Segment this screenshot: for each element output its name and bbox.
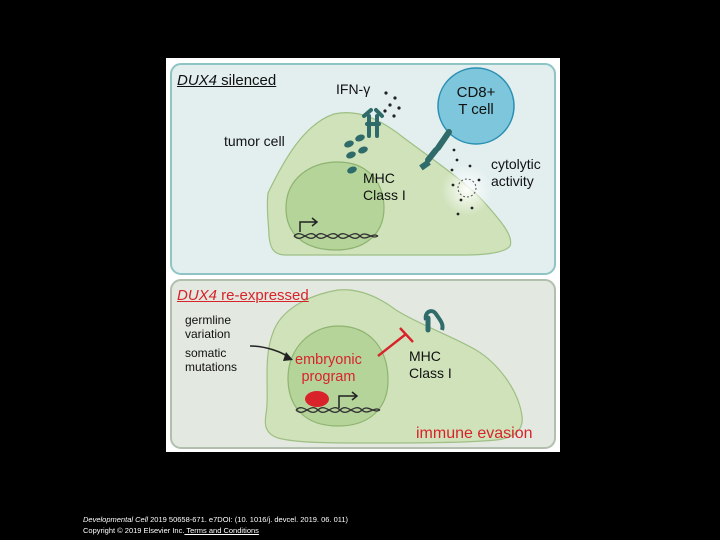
signaling-molecules <box>344 134 368 174</box>
footer: Developmental Cell 2019 50658-671. e7DOI… <box>83 515 348 537</box>
copyright-text: Copyright © 2019 Elsevier Inc. <box>83 525 185 535</box>
ifn-label: IFN-γ <box>336 81 371 97</box>
cytolytic-glow <box>441 164 493 216</box>
nucleus-top <box>285 161 385 251</box>
terms-link[interactable]: Terms and Conditions <box>184 525 259 535</box>
germline-label: germline variation <box>185 313 232 341</box>
panel-top-title: DUX4 silenced <box>177 72 277 89</box>
mhc-label-top: MHC Class I <box>363 170 406 203</box>
citation-line: Developmental Cell 2019 50658-671. e7DOI… <box>83 515 348 526</box>
tumor-cell-label: tumor cell <box>224 133 285 149</box>
cytolytic-dots <box>450 148 481 216</box>
t-cell-label: CD8+ T cell <box>456 84 496 119</box>
cytolytic-label: cytolytic activity <box>491 156 541 189</box>
mhc-receptor-bottom <box>423 309 445 333</box>
immune-evasion-label: immune evasion <box>416 425 533 442</box>
tcr-mhc-complex <box>419 129 452 171</box>
somatic-label: somatic mutations <box>185 346 238 374</box>
inhibition-line <box>377 333 407 357</box>
copyright-line: Copyright © 2019 Elsevier Inc. Terms and… <box>83 526 348 537</box>
dux4-protein <box>305 391 329 407</box>
dna-strand-top-b <box>293 233 379 239</box>
citation-text: 2019 50658-671. e7DOI: (10. 1016/j. devc… <box>148 515 349 524</box>
ifn-receptor <box>362 108 384 138</box>
cytolytic-burst <box>457 178 477 198</box>
embryonic-program-label: embryonic program <box>295 352 362 386</box>
dna-strand-bottom-b <box>295 407 381 413</box>
panel-bottom-title: DUX4 re-expressed <box>177 287 309 304</box>
t-cell <box>437 67 515 145</box>
ifn-dots <box>383 91 401 118</box>
diagram-graphics <box>170 63 556 449</box>
figure: DUX4 silenced IFN-γ CD8+ T cell tumor ce… <box>166 58 560 452</box>
journal-name: Developmental Cell <box>83 515 149 524</box>
mhc-label-bottom: MHC Class I <box>409 348 452 381</box>
transcription-arrow-top <box>299 217 319 232</box>
transcription-arrow-bottom <box>338 391 359 408</box>
